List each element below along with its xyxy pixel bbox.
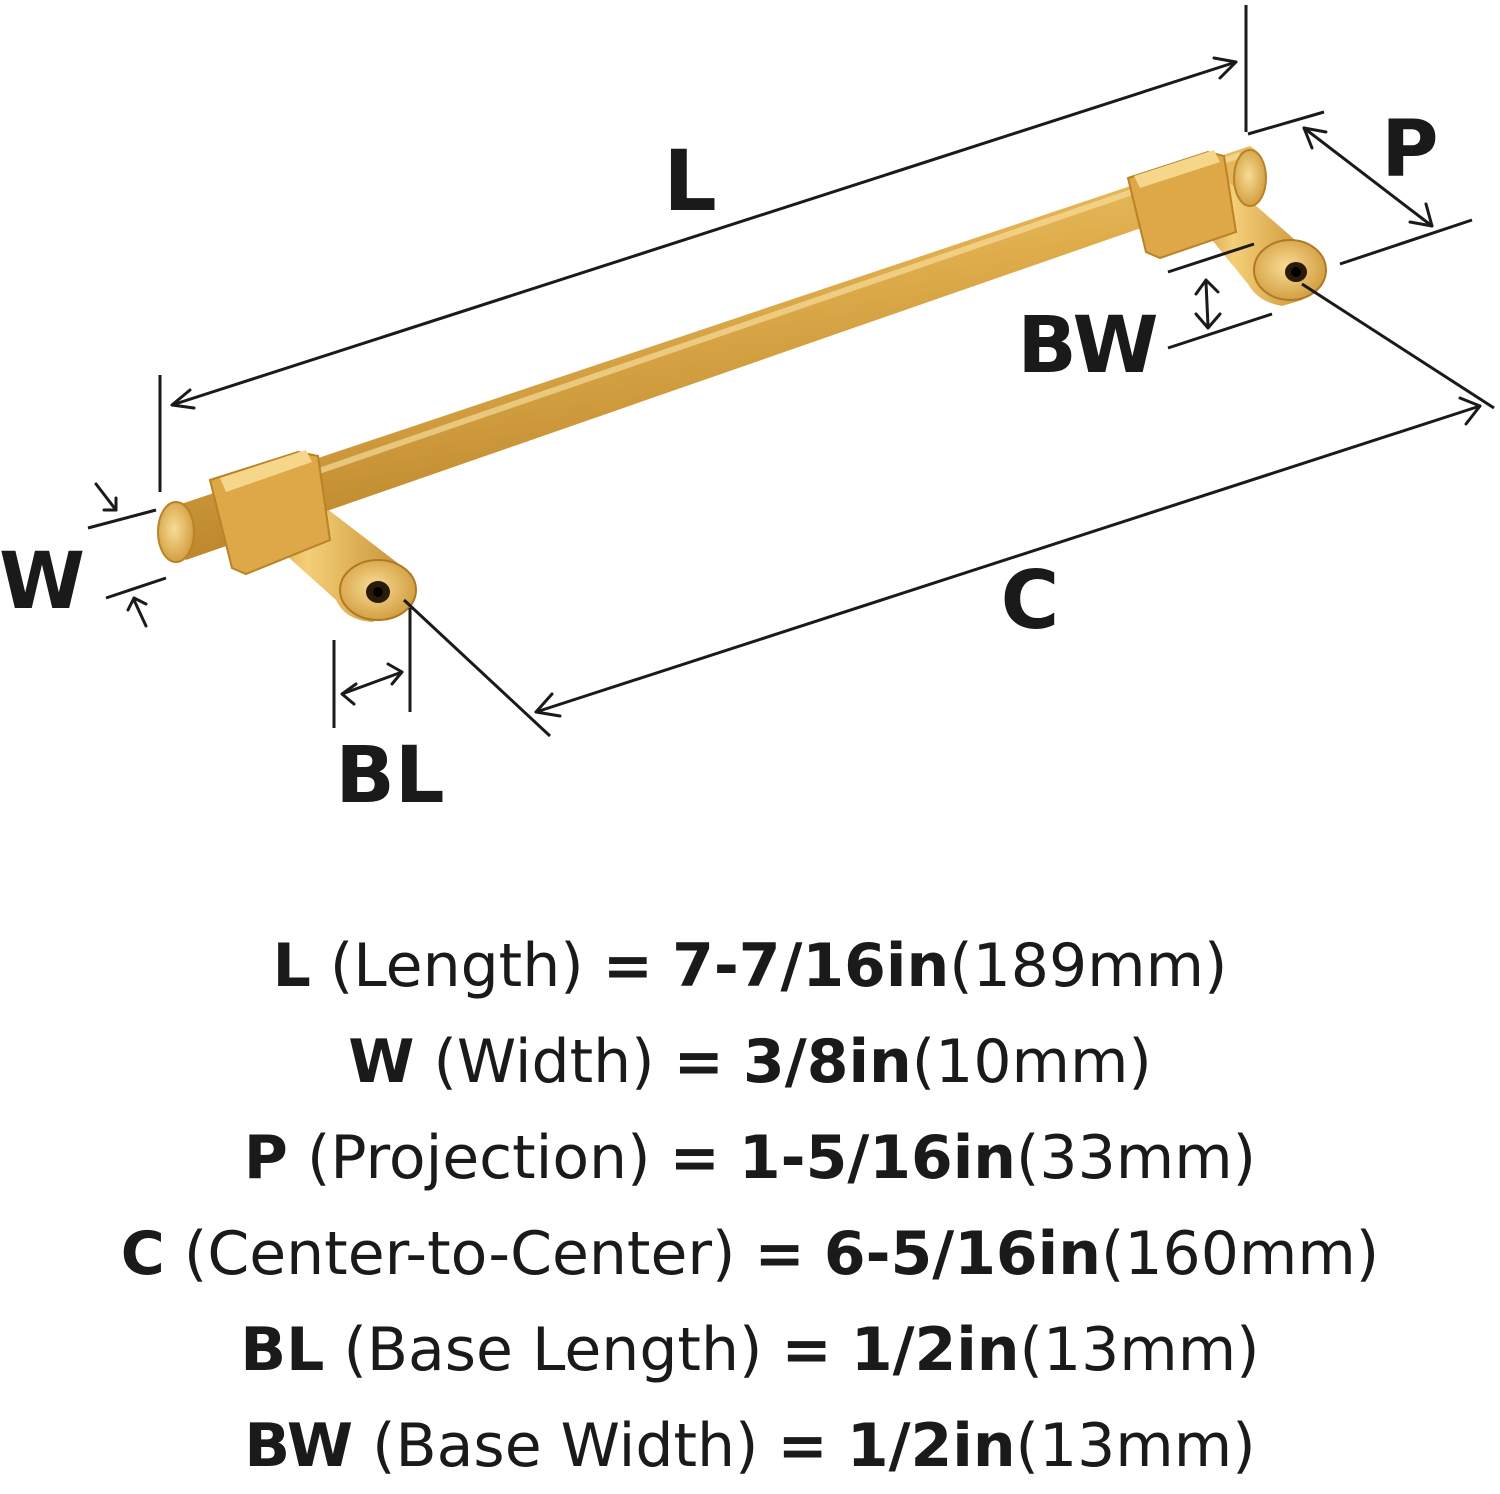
spec-code: C	[120, 1219, 165, 1289]
spec-row-width: W (Width) = 3/8in(10mm)	[0, 1014, 1500, 1110]
label-center-to-center: C	[1001, 554, 1060, 647]
spec-imperial: 7-7/16in	[672, 931, 950, 1001]
spec-row-base-length: BL (Base Length) = 1/2in(13mm)	[0, 1302, 1500, 1398]
spec-row-base-width: BW (Base Width) = 1/2in(13mm)	[0, 1398, 1500, 1494]
spec-metric: (33mm)	[1016, 1123, 1257, 1193]
handle-bar	[174, 146, 1266, 560]
spec-metric: (13mm)	[1019, 1315, 1260, 1385]
spec-imperial: 1/2in	[846, 1411, 1016, 1481]
spec-equals: =	[669, 1123, 720, 1193]
specification-list: L (Length) = 7-7/16in(189mm) W (Width) =…	[0, 918, 1500, 1494]
spec-row-center-to-center: C (Center-to-Center) = 6-5/16in(160mm)	[0, 1206, 1500, 1302]
spec-imperial: 3/8in	[743, 1027, 912, 1097]
spec-name: (Length)	[329, 931, 584, 1001]
spec-equals: =	[754, 1219, 805, 1289]
spec-name: (Projection)	[306, 1123, 651, 1193]
spec-code: L	[272, 931, 311, 1001]
spec-code: P	[243, 1123, 288, 1193]
spec-metric: (189mm)	[949, 931, 1228, 1001]
spec-equals: =	[673, 1027, 724, 1097]
label-projection: P	[1381, 105, 1438, 195]
spec-row-length: L (Length) = 7-7/16in(189mm)	[0, 918, 1500, 1014]
spec-name: (Center-to-Center)	[183, 1219, 736, 1289]
right-end-cap	[1233, 149, 1267, 207]
spec-name: (Width)	[433, 1027, 655, 1097]
label-length: L	[663, 132, 717, 230]
label-base-width: BW	[1017, 301, 1158, 391]
spec-metric: (10mm)	[911, 1027, 1152, 1097]
spec-imperial: 6-5/16in	[823, 1219, 1101, 1289]
handle-dimension-diagram: L P BW W C BL	[0, 5, 1495, 821]
spec-row-projection: P (Projection) = 1-5/16in(33mm)	[0, 1110, 1500, 1206]
spec-code: BW	[244, 1411, 354, 1481]
dimension-lines	[87, 5, 1495, 738]
spec-name: (Base Length)	[343, 1315, 763, 1385]
spec-metric: (160mm)	[1100, 1219, 1380, 1289]
spec-equals: =	[777, 1411, 828, 1481]
left-end-cap	[157, 501, 195, 563]
spec-name: (Base Width)	[372, 1411, 759, 1481]
spec-imperial: 1/2in	[850, 1315, 1020, 1385]
label-base-length: BL	[335, 731, 444, 821]
spec-equals: =	[602, 931, 654, 1001]
spec-imperial: 1-5/16in	[738, 1123, 1017, 1193]
cabinet-pull-handle	[157, 146, 1327, 622]
spec-metric: (13mm)	[1015, 1411, 1256, 1481]
spec-code: W	[348, 1027, 415, 1097]
spec-code: BL	[240, 1315, 325, 1385]
spec-equals: =	[781, 1315, 832, 1385]
label-width: W	[0, 537, 85, 627]
